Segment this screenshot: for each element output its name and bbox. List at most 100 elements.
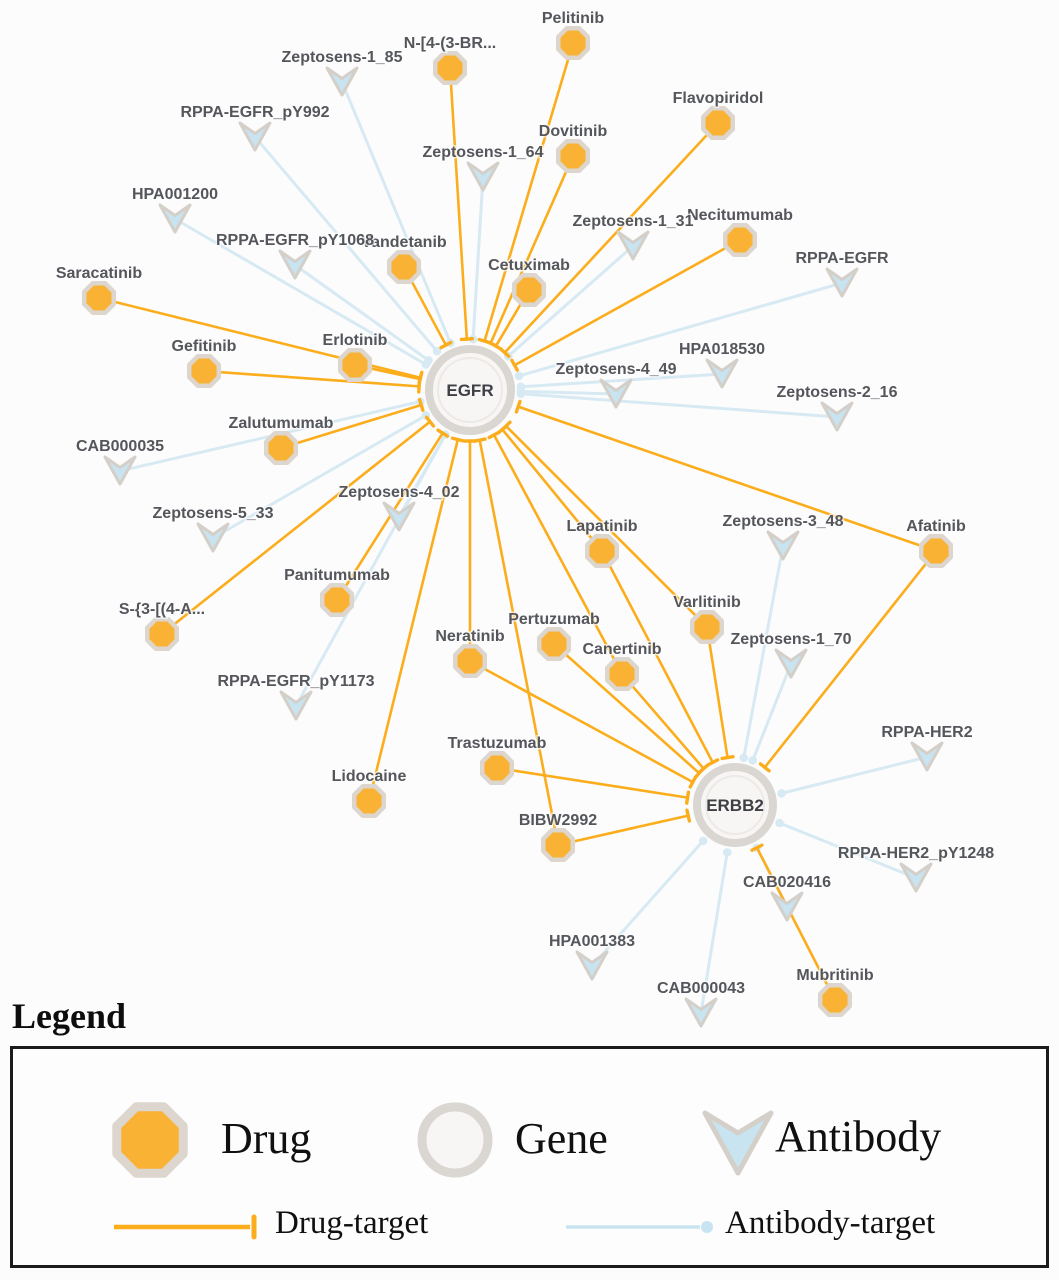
drug-node-panitumumab[interactable] [319,582,355,618]
drug-node-bibw2992[interactable] [540,827,576,863]
drug-node-neratinib[interactable] [452,643,488,679]
antibody-node-zeptosens-3-48[interactable] [766,530,800,561]
antibody-node-zeptosens-1-64[interactable] [466,161,500,192]
label-cab000035: CAB000035 [76,438,164,455]
drug-node-vandetanib[interactable] [386,249,422,285]
label-cetuximab: Cetuximab [488,257,570,274]
drug-node-n-4-3-br[interactable] [432,50,468,86]
drug-node-afatinib[interactable] [918,533,954,569]
drug-edges [98,42,938,1001]
label-zeptosens-1-64: Zeptosens-1_64 [423,144,544,161]
edge-trastuzumab-erbb2 [496,766,691,805]
legend-item-antibody-target [560,1211,720,1248]
edge-dovitinib-egfr [483,155,575,348]
label-zeptosens-1-85: Zeptosens-1_85 [282,49,403,66]
legend-label-drug-target: Drug-target [275,1205,429,1241]
drug-node-mubritinib[interactable] [817,982,853,1018]
antibody-edges [119,81,928,1014]
label-zeptosens-1-70: Zeptosens-1_70 [731,631,852,648]
legend-box: Drug Gene Antibody Drug-target [10,1046,1049,1268]
antibody-chevron-icon [702,1110,774,1176]
antibody-node-cab020416[interactable] [770,891,804,922]
drug-node-pertuzumab[interactable] [536,626,572,662]
edge-canertinib-erbb2 [621,673,710,774]
gene-node-erbb2[interactable] [693,763,777,847]
legend-item-antibody [691,1093,785,1192]
drug-node-trastuzumab[interactable] [479,750,515,786]
antibody-node-zeptosens-2-16[interactable] [820,401,854,432]
antibody-node-zeptosens-4-49[interactable] [599,378,633,409]
edge-varlitinib-erbb2 [705,626,735,761]
antibody-node-rppa-her2[interactable] [910,741,944,772]
edge-zeptosens-1-70-erbb2 [748,663,793,765]
edge-zeptosens-1-64-egfr [468,176,485,344]
edge-zeptosens-3-48-erbb2 [739,545,785,763]
label-pelitinib: Pelitinib [542,10,604,27]
edge-bibw2992-egfr [472,437,560,846]
label-hpa001200: HPA001200 [132,186,218,203]
gene-circle-icon [417,1102,493,1178]
legend-label-drug: Drug [221,1114,312,1163]
edge-pertuzumab-erbb2 [553,643,705,779]
drug-node-lapatinib[interactable] [584,533,620,569]
drug-node-flavopiridol[interactable] [700,105,736,141]
label-canertinib: Canertinib [582,641,661,658]
antibody-node-zeptosens-1-70[interactable] [774,648,808,679]
drug-node-cetuximab[interactable] [511,272,547,308]
antibody-node-zeptosens-4-02[interactable] [382,501,416,532]
drug-node-pelitinib[interactable] [555,25,591,61]
legend-label-gene: Gene [515,1114,608,1163]
antibody-node-rppa-egfr-py992[interactable] [238,121,272,152]
drug-node-varlitinib[interactable] [689,609,725,645]
drug-node-dovitinib[interactable] [555,138,591,174]
label-erlotinib: Erlotinib [323,332,388,349]
drug-node-lidocaine[interactable] [351,783,387,819]
antibody-node-cab000043[interactable] [684,997,718,1028]
label-zeptosens-4-49: Zeptosens-4_49 [556,361,677,378]
drug-node-saracatinib[interactable] [81,280,117,316]
drug-node-canertinib[interactable] [604,656,640,692]
label-cab000043: CAB000043 [657,980,745,997]
drug-node-s-3-4-a[interactable] [144,616,180,652]
edge-rppa-egfr-py992-egfr [253,136,442,356]
label-erbb2: ERBB2 [706,796,764,815]
label-n-4-3-br: N-[4-(3-BR... [404,35,496,52]
antibody-node-zeptosens-5-33[interactable] [196,522,230,553]
label-zalutumumab: Zalutumumab [229,415,334,432]
antibody-node-rppa-her2-py1248[interactable] [899,862,933,893]
edge-zalutumumab-egfr [280,398,425,450]
legend-item-drug-target [108,1211,268,1248]
label-rppa-egfr-py992: RPPA-EGFR_pY992 [180,104,329,121]
drug-node-gefitinib[interactable] [186,353,222,389]
label-varlitinib: Varlitinib [673,594,741,611]
edge-lidocaine-egfr [367,436,465,802]
label-rppa-egfr-py1173: RPPA-EGFR_pY1173 [217,673,374,690]
edge-lapatinib-erbb2 [600,550,720,767]
antibody-node-rppa-egfr[interactable] [825,267,859,298]
antibody-node-cab000035[interactable] [103,455,137,486]
antibody-node-rppa-egfr-py1173[interactable] [279,690,313,721]
drug-node-necitumumab[interactable] [722,222,758,258]
edge-bibw2992-erbb2 [557,808,692,847]
antibody-node-hpa018530[interactable] [705,358,739,389]
edge-rppa-egfr-py1068-egfr [294,263,433,365]
antibody-node-hpa001200[interactable] [158,203,192,234]
label-zeptosens-2-16: Zeptosens-2_16 [777,384,898,401]
legend-item-gene [408,1093,502,1192]
edge-neratinib-erbb2 [469,659,698,789]
label-rppa-her2: RPPA-HER2 [881,724,972,741]
antibody-node-hpa001383[interactable] [575,950,609,981]
edge-varlitinib-egfr [500,420,708,628]
gene-node-egfr[interactable] [425,345,515,435]
drug-node-erlotinib[interactable] [337,347,373,383]
antibody-node-rppa-egfr-py1068[interactable] [278,249,312,280]
label-flavopiridol: Flavopiridol [673,90,764,107]
label-neratinib: Neratinib [435,628,505,645]
label-bibw2992: BIBW2992 [519,812,597,829]
drug-node-zalutumumab[interactable] [263,430,299,466]
antibody-node-zeptosens-1-85[interactable] [325,66,359,97]
antibody-node-zeptosens-1-31[interactable] [616,230,650,261]
legend-item-drug [103,1093,197,1192]
antibody-target-line-icon [566,1221,713,1233]
edge-rppa-her2-erbb2 [777,755,928,798]
